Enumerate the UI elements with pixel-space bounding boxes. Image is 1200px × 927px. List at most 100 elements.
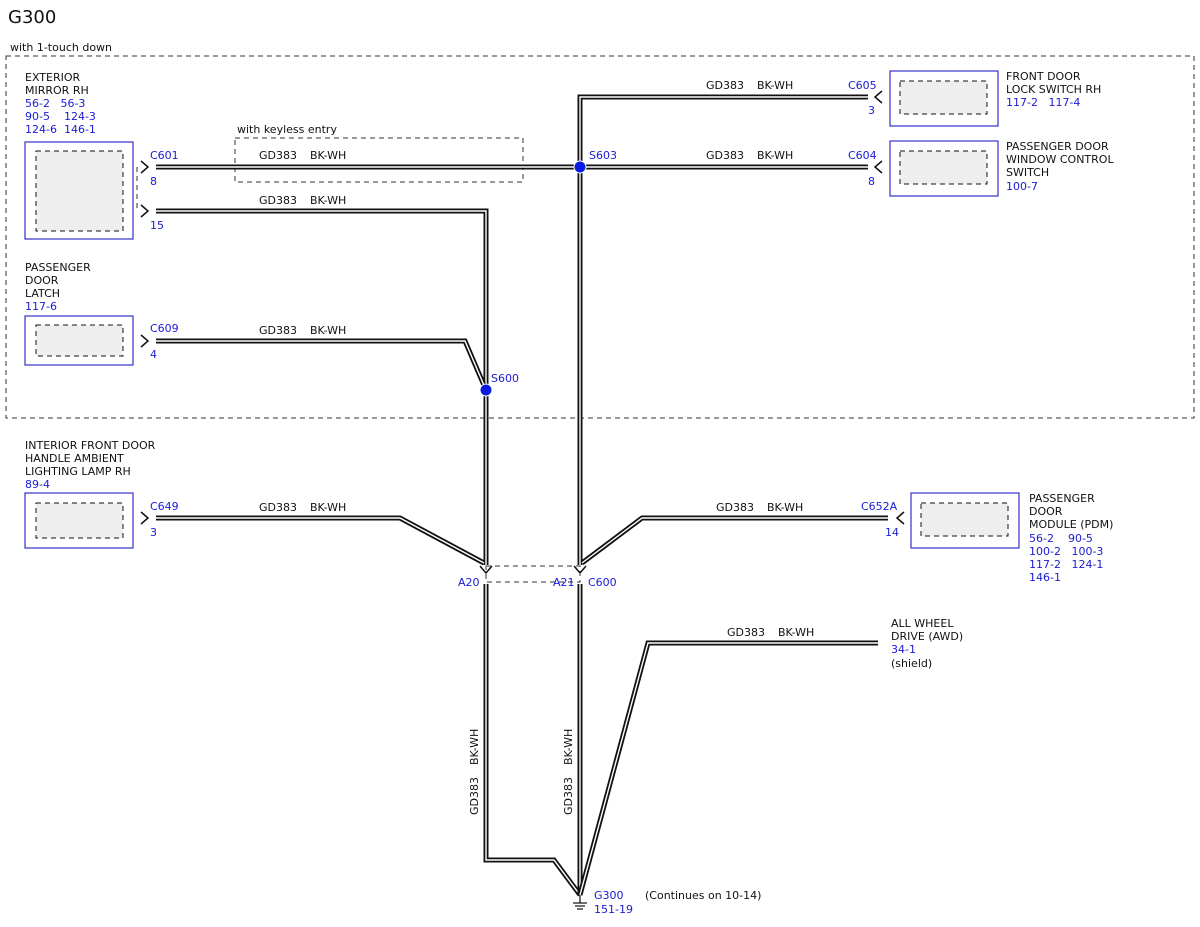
svg-text:89-4: 89-4 [25, 478, 50, 491]
c652a-pin: 14 [885, 526, 899, 539]
a20-label: A20 [458, 576, 480, 589]
wire-labels: GD383 BK-WH GD383 BK-WH GD383 BK-WH GD38… [259, 79, 814, 815]
s600-splice-dot [479, 383, 493, 397]
wire-label-color-vertical: BK-WH [562, 729, 575, 765]
svg-text:146-1: 146-1 [1029, 571, 1061, 584]
splices: S603 S600 [479, 149, 617, 397]
c601-pin15-arrow-icon [140, 204, 150, 218]
svg-text:100-7: 100-7 [1006, 180, 1038, 193]
svg-text:LIGHTING LAMP RH: LIGHTING LAMP RH [25, 465, 131, 478]
c605-label: C605 [848, 79, 877, 92]
c649-arrow-icon [140, 511, 150, 525]
svg-text:117-2 117-4: 117-2 117-4 [1006, 96, 1080, 109]
svg-text:MIRROR RH: MIRROR RH [25, 84, 89, 97]
connector-arrows [140, 90, 905, 583]
svg-text:INTERIOR FRONT DOOR: INTERIOR FRONT DOOR [25, 439, 156, 452]
svg-text:34-1: 34-1 [891, 643, 916, 656]
svg-text:LOCK SWITCH RH: LOCK SWITCH RH [1006, 83, 1101, 96]
wire-label-circuit: GD383 [259, 194, 297, 207]
keyless-region-label: with keyless entry [237, 123, 337, 136]
svg-text:HANDLE AMBIENT: HANDLE AMBIENT [25, 452, 124, 465]
c649-pin: 3 [150, 526, 157, 539]
wires [156, 94, 888, 897]
c601-pin8-arrow-icon [140, 160, 150, 174]
wire-label-circuit: GD383 [706, 149, 744, 162]
svg-text:56-2 56-3: 56-2 56-3 [25, 97, 85, 110]
wire-label-circuit: GD383 [716, 501, 754, 514]
awd-shield-note: (shield) [891, 657, 932, 670]
svg-text:EXTERIOR: EXTERIOR [25, 71, 81, 84]
c652a-arrow-icon [895, 511, 905, 525]
c649-label: C649 [150, 500, 179, 513]
wire-c649-a20 [156, 515, 486, 566]
c609-pin: 4 [150, 348, 157, 361]
wire-label-circuit: GD383 [259, 324, 297, 337]
svg-text:DOOR: DOOR [25, 274, 59, 287]
keyless-region [234, 137, 524, 183]
wire-label-circuit: GD383 [727, 626, 765, 639]
wire-label-circuit: GD383 [259, 501, 297, 514]
one-touch-region-label: with 1-touch down [10, 41, 112, 54]
wire-label-color: BK-WH [310, 324, 346, 337]
svg-text:100-2 100-3: 100-2 100-3 [1029, 545, 1103, 558]
c605-pin: 3 [868, 104, 875, 117]
c601-pin-15: 15 [150, 219, 164, 232]
wire-c601-s600 [156, 208, 489, 390]
lock-switch-component: FRONT DOOR LOCK SWITCH RH 117-2 117-4 [889, 70, 1101, 127]
a21-label: A21 [553, 576, 575, 589]
c601-label: C601 [150, 149, 179, 162]
c601-pin-8: 8 [150, 175, 157, 188]
wire-label-color: BK-WH [310, 501, 346, 514]
wire-label-color: BK-WH [310, 149, 346, 162]
wire-label-color: BK-WH [757, 79, 793, 92]
svg-text:DOOR: DOOR [1029, 505, 1063, 518]
connector-labels: C601 8 15 C609 4 C649 3 C605 3 C604 8 C6… [150, 79, 899, 589]
svg-text:56-2 90-5: 56-2 90-5 [1029, 532, 1093, 545]
ground-g300: G300 151-19 (Continues on 10-14) [573, 889, 761, 916]
wire-c609-s600 [156, 338, 489, 391]
ground-label: G300 [594, 889, 624, 902]
svg-text:PASSENGER DOOR: PASSENGER DOOR [1006, 140, 1109, 153]
ground-continues-note: (Continues on 10-14) [645, 889, 761, 902]
svg-text:MODULE (PDM): MODULE (PDM) [1029, 518, 1113, 531]
wire-label-circuit-vertical: GD383 [562, 777, 575, 815]
c604-arrow-icon [873, 160, 883, 174]
wire-awd-g300 [577, 640, 878, 896]
svg-text:FRONT DOOR: FRONT DOOR [1006, 70, 1081, 83]
wire-label-color: BK-WH [767, 501, 803, 514]
svg-text:SWITCH: SWITCH [1006, 166, 1049, 179]
a20-arrow-icon [479, 565, 493, 575]
s603-splice-dot [573, 160, 587, 174]
svg-text:DRIVE (AWD): DRIVE (AWD) [891, 630, 963, 643]
c609-label: C609 [150, 322, 179, 335]
one-touch-region [5, 55, 1195, 419]
svg-text:90-5 124-3: 90-5 124-3 [25, 110, 96, 123]
svg-text:124-6 146-1: 124-6 146-1 [25, 123, 96, 136]
wire-c652a-a21 [580, 515, 888, 565]
wire-label-color-vertical: BK-WH [468, 729, 481, 765]
wire-label-circuit-vertical: GD383 [468, 777, 481, 815]
c600-connector-outline [485, 565, 581, 583]
pdm-component: PASSENGER DOOR MODULE (PDM) 56-2 90-5 10… [910, 492, 1113, 584]
svg-text:PASSENGER: PASSENGER [1029, 492, 1095, 505]
awd-component: ALL WHEEL DRIVE (AWD) 34-1 (shield) [891, 617, 963, 670]
s603-label: S603 [589, 149, 617, 162]
c600-label: C600 [588, 576, 617, 589]
ambient-lamp-component: INTERIOR FRONT DOOR HANDLE AMBIENT LIGHT… [24, 439, 156, 549]
svg-text:ALL WHEEL: ALL WHEEL [891, 617, 954, 630]
svg-text:LATCH: LATCH [25, 287, 60, 300]
svg-text:117-6: 117-6 [25, 300, 57, 313]
svg-text:WINDOW CONTROL: WINDOW CONTROL [1006, 153, 1114, 166]
c604-label: C604 [848, 149, 877, 162]
wire-label-circuit: GD383 [706, 79, 744, 92]
c604-pin: 8 [868, 175, 875, 188]
wire-label-color: BK-WH [310, 194, 346, 207]
ground-ref: 151-19 [594, 903, 633, 916]
diagram-title: G300 [8, 7, 56, 28]
svg-text:PASSENGER: PASSENGER [25, 261, 91, 274]
wire-label-circuit: GD383 [259, 149, 297, 162]
wire-label-color: BK-WH [778, 626, 814, 639]
s600-label: S600 [491, 372, 519, 385]
c605-arrow-icon [873, 90, 883, 104]
